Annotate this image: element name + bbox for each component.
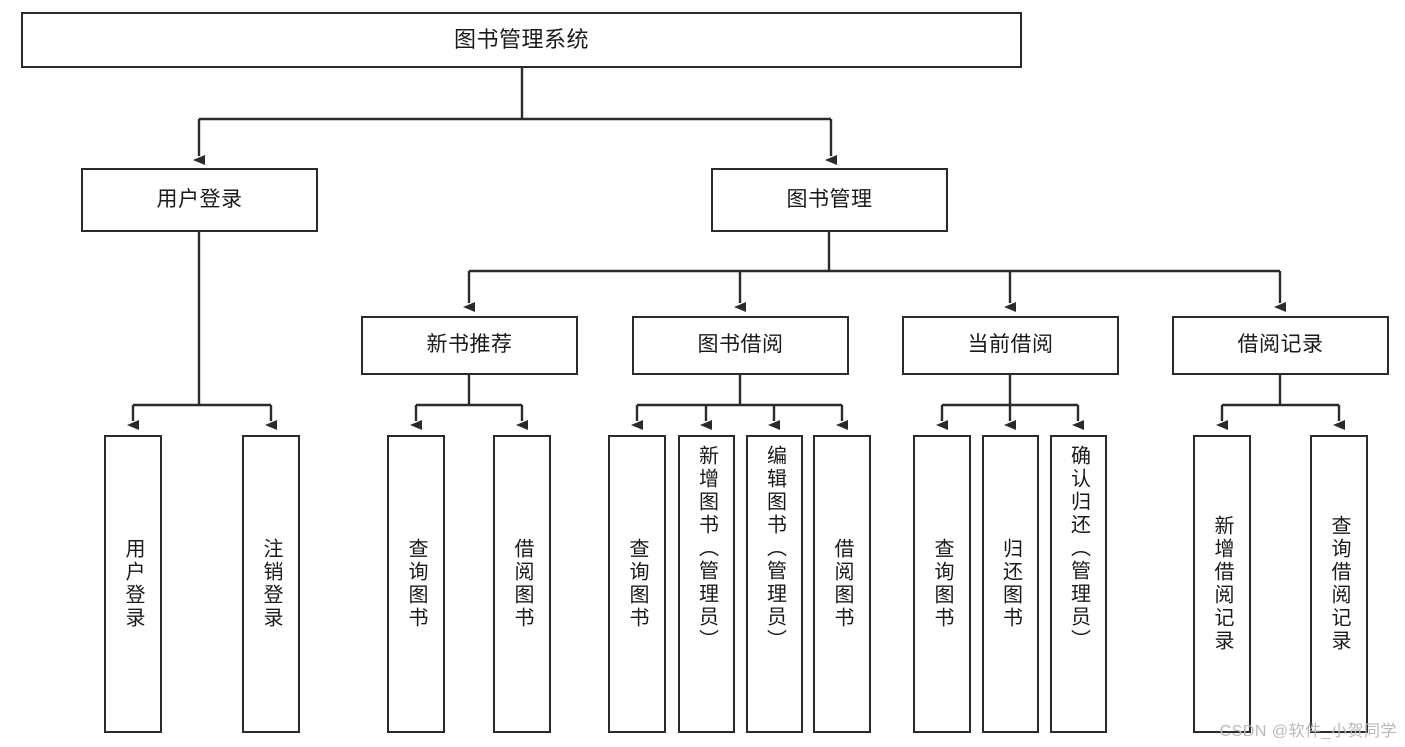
leaf-confirm-return-admin[interactable]: 确认归还（管理员）	[1050, 435, 1107, 733]
node-label: 借阅记录	[1237, 333, 1324, 357]
node-label: 用户登录	[122, 538, 144, 630]
node-user-login[interactable]: 用户登录	[81, 168, 318, 232]
node-label: 图书管理	[786, 187, 873, 211]
node-book-management[interactable]: 图书管理	[711, 168, 948, 232]
node-current-borrow[interactable]: 当前借阅	[902, 316, 1119, 375]
leaf-add-borrow-record[interactable]: 新增借阅记录	[1193, 435, 1251, 733]
leaf-return-book[interactable]: 归还图书	[982, 435, 1039, 733]
node-root-book-management-system[interactable]: 图书管理系统	[21, 12, 1022, 68]
node-label: 借阅图书	[831, 538, 853, 630]
node-label: 注销登录	[260, 538, 282, 630]
node-book-borrow[interactable]: 图书借阅	[632, 316, 849, 375]
leaf-query-book-borrow[interactable]: 查询图书	[608, 435, 666, 733]
leaf-add-book-admin[interactable]: 新增图书（管理员）	[678, 435, 735, 733]
node-new-book-recommend[interactable]: 新书推荐	[361, 316, 578, 375]
node-label: 图书管理系统	[453, 27, 589, 53]
leaf-query-book-recommend[interactable]: 查询图书	[387, 435, 445, 733]
leaf-borrow-book[interactable]: 借阅图书	[813, 435, 871, 733]
node-label: 新增图书（管理员）	[695, 445, 718, 652]
node-label: 查询图书	[405, 538, 427, 630]
node-label: 新增借阅记录	[1211, 515, 1233, 653]
leaf-query-borrow-record[interactable]: 查询借阅记录	[1310, 435, 1368, 733]
node-label: 借阅图书	[511, 538, 533, 630]
node-label: 归还图书	[999, 538, 1022, 630]
node-label: 确认归还（管理员）	[1067, 445, 1090, 652]
node-label: 查询借阅记录	[1328, 515, 1350, 653]
leaf-logout[interactable]: 注销登录	[242, 435, 300, 733]
node-label: 查询图书	[931, 538, 953, 630]
leaf-user-login[interactable]: 用户登录	[104, 435, 162, 733]
node-label: 编辑图书（管理员）	[763, 445, 786, 652]
node-label: 查询图书	[626, 538, 648, 630]
leaf-borrow-book-recommend[interactable]: 借阅图书	[493, 435, 551, 733]
node-borrow-record[interactable]: 借阅记录	[1172, 316, 1389, 375]
node-label: 当前借阅	[967, 333, 1054, 357]
leaf-query-book-current[interactable]: 查询图书	[913, 435, 971, 733]
leaf-edit-book-admin[interactable]: 编辑图书（管理员）	[746, 435, 803, 733]
node-label: 图书借阅	[697, 333, 784, 357]
node-label: 新书推荐	[426, 333, 513, 357]
node-label: 用户登录	[156, 187, 243, 211]
